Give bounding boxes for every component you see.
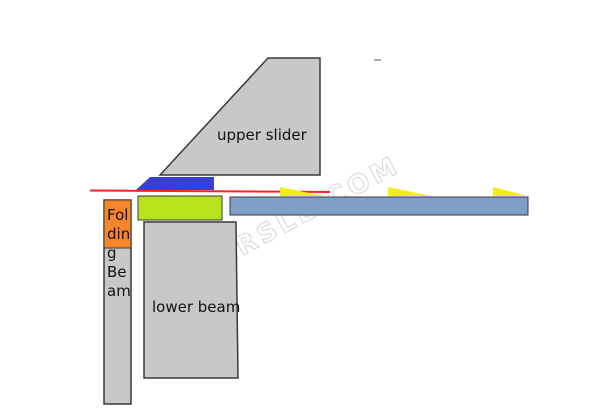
feed-marker [280,187,324,196]
feed-marker [493,187,528,196]
clamp-blade [136,177,214,190]
lower-beam-label: lower beam [152,298,240,316]
folding-beam-label: Folding Beam [107,206,131,300]
sheet-table [229,196,529,216]
upper-slider-label: upper slider [217,126,308,144]
lower-tool [137,195,223,221]
folding-tool [103,199,132,249]
feed-marker [388,187,432,196]
upper-slider [158,57,321,176]
lower-beam [143,221,239,379]
